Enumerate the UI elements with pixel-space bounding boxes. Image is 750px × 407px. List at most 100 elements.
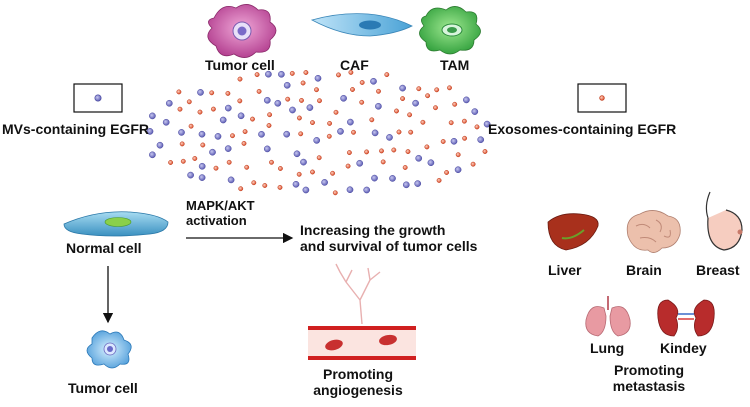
exosome-particle	[310, 120, 315, 126]
exosome-particle	[408, 129, 414, 135]
mv-particle	[209, 148, 216, 156]
kidney-label: Kindey	[660, 340, 707, 356]
exosome-particle	[416, 86, 422, 92]
mv-particle	[149, 151, 156, 159]
exosomes-egfr-label: Exosomes-containing EGFR	[488, 121, 677, 137]
exosome-particle	[244, 164, 250, 170]
kidney-icon	[657, 299, 715, 337]
exosome-particle	[256, 88, 262, 94]
mvs-egfr-label: MVs-containing EGFR	[2, 121, 149, 137]
mv-particle	[197, 89, 204, 96]
mv-particle	[375, 102, 382, 110]
lung-icon	[585, 296, 631, 337]
normal-cell-label: Normal cell	[66, 240, 142, 256]
exosome-particle	[303, 70, 309, 75]
liver-label: Liver	[548, 262, 582, 278]
liver-icon	[547, 213, 599, 251]
mv-particle	[219, 116, 227, 124]
exosome-particle	[405, 149, 411, 155]
mv-particle	[450, 137, 458, 145]
exosome-particle	[180, 158, 186, 164]
mv-particle	[356, 159, 364, 167]
mv-particle	[165, 99, 173, 107]
mv-particle	[237, 112, 245, 120]
exosome-particle	[425, 93, 431, 99]
exosome-particle	[436, 177, 442, 183]
mv-particle	[198, 174, 206, 181]
breast-label: Breast	[696, 262, 740, 278]
mv-particle	[300, 158, 307, 166]
mv-particle	[156, 141, 164, 149]
mv-particle	[321, 179, 328, 186]
mv-particle	[371, 174, 378, 182]
exosome-particle	[267, 112, 273, 118]
exosome-particle	[213, 165, 219, 171]
exosome-particle	[396, 129, 402, 135]
mv-particle	[363, 186, 371, 194]
exosome-particle	[348, 69, 354, 75]
exosome-particle	[168, 160, 174, 165]
exosome-particle	[394, 108, 399, 114]
exosome-particle	[242, 129, 248, 135]
exosome-particle	[317, 98, 322, 104]
mapk-akt-label: MAPK/AKT activation	[186, 198, 255, 228]
exosome-particle	[350, 87, 355, 92]
exosome-particle	[296, 171, 302, 177]
exosome-particle	[326, 133, 332, 139]
exosome-particle	[230, 133, 235, 139]
exosome-particle	[420, 119, 426, 125]
exosome-particle	[177, 106, 183, 112]
exosome-particle	[285, 96, 291, 102]
tumor-cell-label-top: Tumor cell	[205, 57, 275, 73]
exosome-particle	[359, 99, 365, 105]
exosome-particle	[225, 90, 231, 96]
exosome-particle	[262, 183, 268, 188]
mv-particle	[274, 99, 282, 107]
mv-particle	[389, 175, 396, 182]
mv-particle	[371, 129, 379, 137]
exosome-particle	[470, 161, 476, 167]
exosome-particle	[299, 97, 304, 103]
exosome-particle	[369, 117, 375, 123]
mv-particle	[346, 186, 354, 194]
brain-icon	[626, 210, 681, 253]
mv-particle	[289, 106, 296, 114]
exosome-particle	[462, 135, 468, 141]
mv-particle	[224, 145, 232, 152]
exosome-particle	[461, 118, 467, 124]
exosome-particle	[238, 186, 244, 192]
mv-particle	[224, 104, 232, 112]
mv-particle	[347, 118, 354, 126]
mv-particle	[386, 134, 393, 141]
lung-label: Lung	[590, 340, 625, 356]
exosome-particle	[379, 148, 384, 154]
mv-particle	[292, 180, 300, 188]
mv-particle	[399, 84, 406, 92]
mv-particle	[402, 181, 410, 189]
exosome-particle	[251, 180, 257, 186]
exosome-particle	[197, 109, 203, 115]
exosomes-legend-box	[577, 83, 627, 113]
exosome-particle	[200, 142, 206, 148]
exosome-particle	[179, 141, 185, 147]
mv-particle	[340, 94, 347, 102]
exosome-particle	[434, 87, 440, 93]
caf-icon	[310, 13, 413, 37]
mv-particle	[293, 150, 301, 158]
tumor-cell-label-bottom: Tumor cell	[68, 380, 138, 396]
exosome-particle	[192, 156, 198, 161]
exosome-particle	[444, 170, 450, 175]
mv-particle	[302, 186, 310, 194]
exosome-particle	[241, 140, 247, 146]
exosome-particle	[400, 96, 406, 102]
mv-particle	[454, 166, 462, 174]
exosome-particle	[209, 90, 215, 96]
mv-particle	[412, 99, 419, 107]
blood-vessel-icon	[308, 263, 416, 360]
mv-particle	[483, 120, 491, 128]
exosome-particle	[345, 163, 351, 169]
bottom-tumor-cell-icon	[86, 330, 132, 369]
mv-particle	[263, 96, 271, 104]
exosome-particle	[314, 87, 319, 93]
exosome-particle	[186, 99, 192, 105]
